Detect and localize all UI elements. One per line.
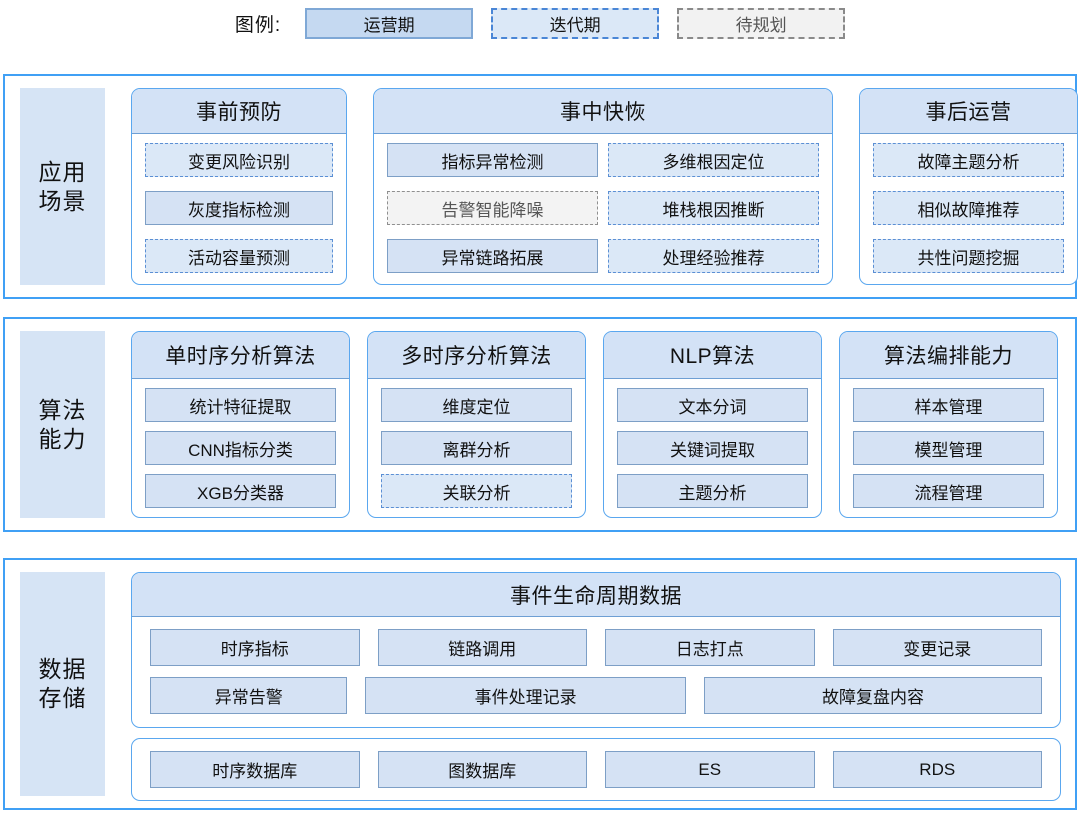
chip-trace-calls[interactable]: 链路调用 bbox=[377, 629, 587, 666]
section-label-line2: 能力 bbox=[38, 425, 87, 452]
chip-multidimensional-root-cause[interactable]: 多维根因定位 bbox=[608, 143, 819, 177]
chip-stack-root-cause-inference[interactable]: 堆栈根因推断 bbox=[608, 191, 819, 225]
chip-topic-analysis[interactable]: 主题分析 bbox=[617, 474, 808, 508]
card-body-algorithm-orchestration: 样本管理 模型管理 流程管理 bbox=[840, 379, 1057, 517]
section-body-data-storage: 事件生命周期数据 时序指标 链路调用 日志打点 变更记录 异常告警 事件处理记录… bbox=[105, 560, 1075, 808]
card-in-incident-recovery: 事中快恢 指标异常检测 告警智能降噪 异常链路拓展 多维根因定位 堆栈根因推断 … bbox=[373, 88, 833, 285]
section-label-data-storage: 数据 存储 bbox=[20, 572, 105, 796]
section-label-application-scenarios: 应用 场景 bbox=[20, 88, 105, 285]
card-single-timeseries-algorithms: 单时序分析算法 统计特征提取 CNN指标分类 XGB分类器 bbox=[131, 331, 350, 518]
chip-correlation-analysis[interactable]: 关联分析 bbox=[381, 474, 572, 508]
section-label-line1: 算法 bbox=[38, 396, 87, 423]
chip-column: 故障主题分析 相似故障推荐 共性问题挖掘 bbox=[873, 143, 1064, 273]
section-label-algorithm-capability: 算法 能力 bbox=[20, 331, 105, 518]
card-title-nlp-algorithms: NLP算法 bbox=[604, 332, 821, 379]
chip-statistical-feature-extraction[interactable]: 统计特征提取 bbox=[145, 388, 336, 422]
chip-timeseries-database[interactable]: 时序数据库 bbox=[150, 751, 360, 788]
legend-label: 图例: bbox=[234, 14, 282, 36]
chip-column: 变更风险识别 灰度指标检测 活动容量预测 bbox=[145, 143, 333, 273]
chip-rds[interactable]: RDS bbox=[832, 751, 1042, 788]
chip-model-management[interactable]: 模型管理 bbox=[853, 431, 1044, 465]
card-title-single-timeseries-algorithms: 单时序分析算法 bbox=[132, 332, 349, 379]
card-database-layer: 时序数据库 图数据库 ES RDS bbox=[131, 738, 1061, 801]
chip-fault-review-content[interactable]: 故障复盘内容 bbox=[703, 677, 1042, 714]
card-algorithm-orchestration: 算法编排能力 样本管理 模型管理 流程管理 bbox=[839, 331, 1058, 518]
section-data-storage: 数据 存储 事件生命周期数据 时序指标 链路调用 日志打点 变更记录 异常告警 … bbox=[3, 558, 1077, 810]
section-label-line2: 存储 bbox=[38, 685, 87, 711]
card-body-single-timeseries-algorithms: 统计特征提取 CNN指标分类 XGB分类器 bbox=[132, 379, 349, 517]
card-post-incident-operations: 事后运营 故障主题分析 相似故障推荐 共性问题挖掘 bbox=[859, 88, 1078, 285]
legend: 图例: 运营期 迭代期 待规划 bbox=[0, 0, 1080, 46]
chip-sample-management[interactable]: 样本管理 bbox=[853, 388, 1044, 422]
chip-process-management[interactable]: 流程管理 bbox=[853, 474, 1044, 508]
card-title-event-lifecycle-data: 事件生命周期数据 bbox=[132, 573, 1060, 617]
chip-canary-metric-detection[interactable]: 灰度指标检测 bbox=[145, 191, 333, 225]
legend-chip-operating: 运营期 bbox=[305, 7, 474, 39]
card-body-post-incident-operations: 故障主题分析 相似故障推荐 共性问题挖掘 bbox=[860, 134, 1077, 284]
chip-xgb-classifier[interactable]: XGB分类器 bbox=[145, 474, 336, 508]
section-label-line1: 应用 bbox=[38, 158, 87, 185]
database-row: 时序数据库 图数据库 ES RDS bbox=[132, 739, 1060, 800]
chip-outlier-analysis[interactable]: 离群分析 bbox=[381, 431, 572, 465]
card-body-pre-prevention: 变更风险识别 灰度指标检测 活动容量预测 bbox=[132, 134, 346, 284]
card-event-lifecycle-data: 事件生命周期数据 时序指标 链路调用 日志打点 变更记录 异常告警 事件处理记录… bbox=[131, 572, 1061, 728]
section-application-scenarios: 应用 场景 事前预防 变更风险识别 灰度指标检测 活动容量预测 事中快恢 bbox=[3, 74, 1080, 299]
section-body-algorithm-capability: 单时序分析算法 统计特征提取 CNN指标分类 XGB分类器 多时序分析算法 维度… bbox=[105, 319, 1075, 530]
card-title-multi-timeseries-algorithms: 多时序分析算法 bbox=[368, 332, 585, 379]
card-pre-prevention: 事前预防 变更风险识别 灰度指标检测 活动容量预测 bbox=[131, 88, 347, 285]
chip-change-risk-identification[interactable]: 变更风险识别 bbox=[145, 143, 333, 177]
lifecycle-row-2: 异常告警 事件处理记录 故障复盘内容 bbox=[150, 677, 1042, 714]
chip-activity-capacity-forecast[interactable]: 活动容量预测 bbox=[145, 239, 333, 273]
legend-chip-iterating: 迭代期 bbox=[491, 7, 660, 39]
card-title-algorithm-orchestration: 算法编排能力 bbox=[840, 332, 1057, 379]
chip-keyword-extraction[interactable]: 关键词提取 bbox=[617, 431, 808, 465]
chip-graph-database[interactable]: 图数据库 bbox=[377, 751, 587, 788]
chip-anomaly-trace-expansion[interactable]: 异常链路拓展 bbox=[387, 239, 598, 273]
chip-change-records[interactable]: 变更记录 bbox=[832, 629, 1042, 666]
legend-chip-planned: 待规划 bbox=[677, 7, 846, 39]
card-title-in-incident-recovery: 事中快恢 bbox=[374, 89, 832, 134]
chip-dimension-localization[interactable]: 维度定位 bbox=[381, 388, 572, 422]
chip-incident-handling-records[interactable]: 事件处理记录 bbox=[365, 677, 686, 714]
chip-column: 样本管理 模型管理 流程管理 bbox=[853, 388, 1044, 508]
lifecycle-row-1: 时序指标 链路调用 日志打点 变更记录 bbox=[150, 629, 1042, 666]
card-title-pre-prevention: 事前预防 bbox=[132, 89, 346, 134]
chip-column: 文本分词 关键词提取 主题分析 bbox=[617, 388, 808, 508]
chip-common-problem-mining[interactable]: 共性问题挖掘 bbox=[873, 239, 1064, 273]
chip-cnn-metric-classification[interactable]: CNN指标分类 bbox=[145, 431, 336, 465]
card-nlp-algorithms: NLP算法 文本分词 关键词提取 主题分析 bbox=[603, 331, 822, 518]
card-body-in-incident-recovery: 指标异常检测 告警智能降噪 异常链路拓展 多维根因定位 堆栈根因推断 处理经验推… bbox=[374, 134, 832, 284]
card-body-multi-timeseries-algorithms: 维度定位 离群分析 关联分析 bbox=[368, 379, 585, 517]
chip-fault-topic-analysis[interactable]: 故障主题分析 bbox=[873, 143, 1064, 177]
section-label-line1: 数据 bbox=[38, 656, 87, 683]
chip-anomaly-alerts[interactable]: 异常告警 bbox=[150, 677, 348, 714]
chip-elasticsearch[interactable]: ES bbox=[605, 751, 815, 788]
card-multi-timeseries-algorithms: 多时序分析算法 维度定位 离群分析 关联分析 bbox=[367, 331, 586, 518]
chip-column: 统计特征提取 CNN指标分类 XGB分类器 bbox=[145, 388, 336, 508]
section-label-line2: 场景 bbox=[38, 187, 87, 214]
chip-alert-noise-reduction[interactable]: 告警智能降噪 bbox=[387, 191, 598, 225]
chip-metric-anomaly-detection[interactable]: 指标异常检测 bbox=[387, 143, 598, 177]
chip-column: 多维根因定位 堆栈根因推断 处理经验推荐 bbox=[608, 143, 819, 273]
chip-column: 维度定位 离群分析 关联分析 bbox=[381, 388, 572, 508]
chip-similar-fault-recommendation[interactable]: 相似故障推荐 bbox=[873, 191, 1064, 225]
chip-handling-experience-recommendation[interactable]: 处理经验推荐 bbox=[608, 239, 819, 273]
chip-column: 指标异常检测 告警智能降噪 异常链路拓展 bbox=[387, 143, 598, 273]
card-title-post-incident-operations: 事后运营 bbox=[860, 89, 1077, 134]
card-body-nlp-algorithms: 文本分词 关键词提取 主题分析 bbox=[604, 379, 821, 517]
chip-text-segmentation[interactable]: 文本分词 bbox=[617, 388, 808, 422]
chip-timeseries-metrics[interactable]: 时序指标 bbox=[150, 629, 360, 666]
section-algorithm-capability: 算法 能力 单时序分析算法 统计特征提取 CNN指标分类 XGB分类器 多时序分… bbox=[3, 317, 1077, 532]
section-body-application-scenarios: 事前预防 变更风险识别 灰度指标检测 活动容量预测 事中快恢 指标异常检测 告警… bbox=[105, 76, 1080, 297]
card-body-event-lifecycle-data: 时序指标 链路调用 日志打点 变更记录 异常告警 事件处理记录 故障复盘内容 bbox=[132, 617, 1060, 727]
chip-log-points[interactable]: 日志打点 bbox=[605, 629, 815, 666]
